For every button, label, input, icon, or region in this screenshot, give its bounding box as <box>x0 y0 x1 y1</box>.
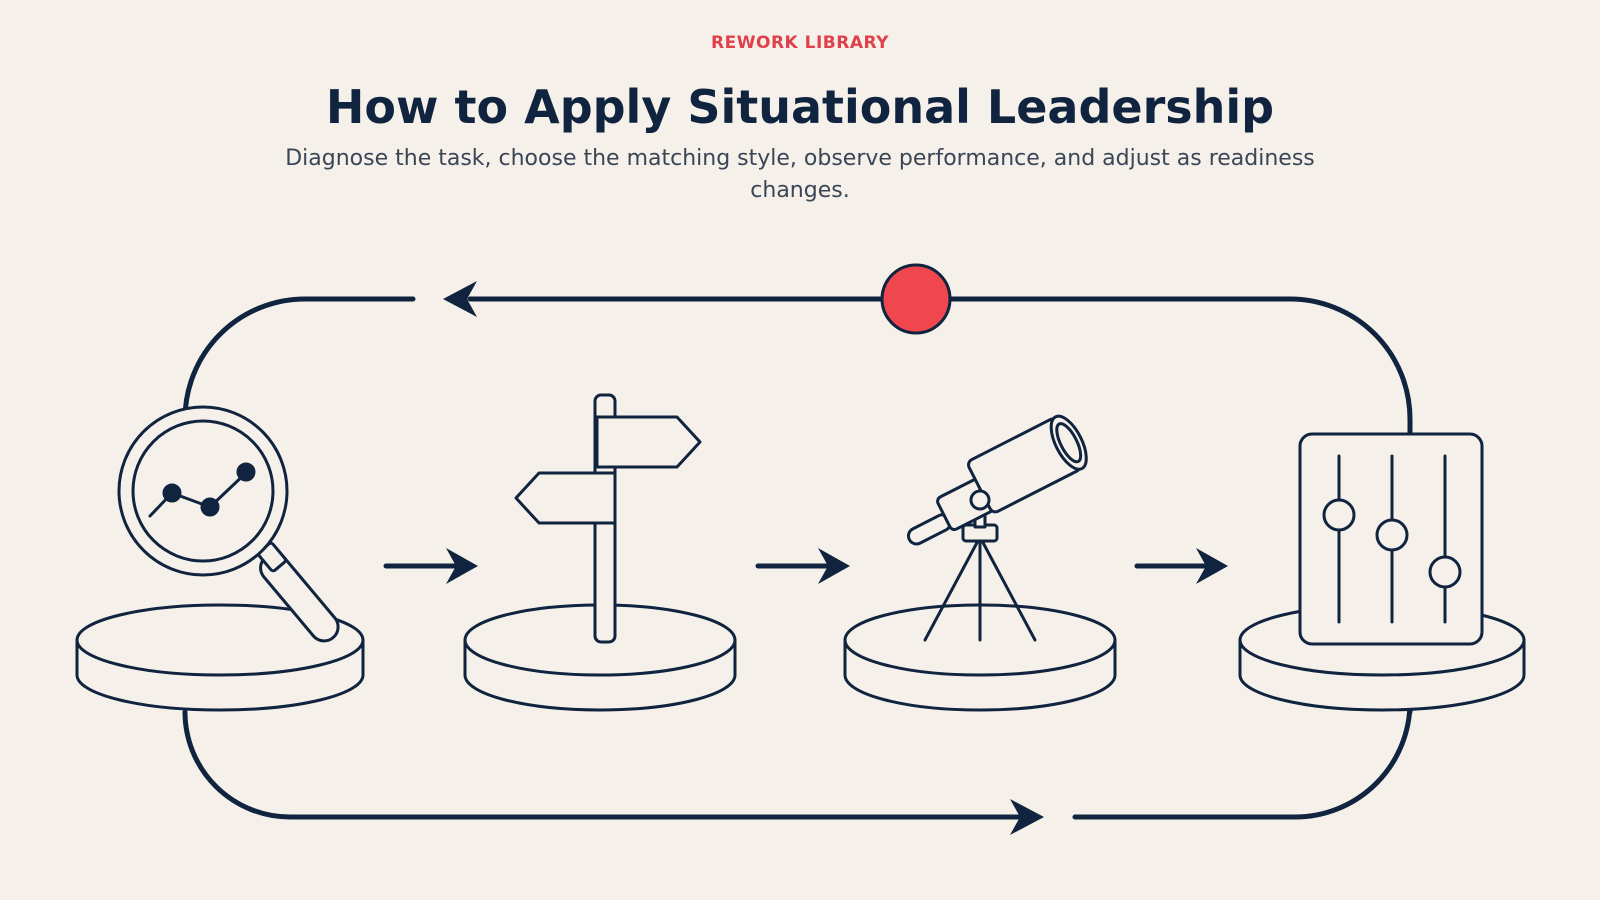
step-arrow-2 <box>755 548 850 584</box>
step-arrow-1 <box>383 548 478 584</box>
magnifier-chart-icon <box>117 405 340 643</box>
loop-arrow-right-icon <box>1010 799 1044 835</box>
feedback-loop <box>182 296 1413 820</box>
page-subtitle: Diagnose the task, choose the matching s… <box>285 146 1315 203</box>
red-dot-marker <box>880 263 952 335</box>
page-title: How to Apply Situational Leadership <box>325 80 1275 134</box>
eyebrow-label: REWORK LIBRARY <box>711 33 889 53</box>
signpost-icon <box>514 393 702 644</box>
loop-arrow-left-icon <box>443 281 477 317</box>
telescope-icon <box>906 414 1088 642</box>
platform-1 <box>75 603 365 712</box>
step-arrow-3 <box>1134 548 1228 584</box>
sliders-panel-icon <box>1298 432 1484 646</box>
